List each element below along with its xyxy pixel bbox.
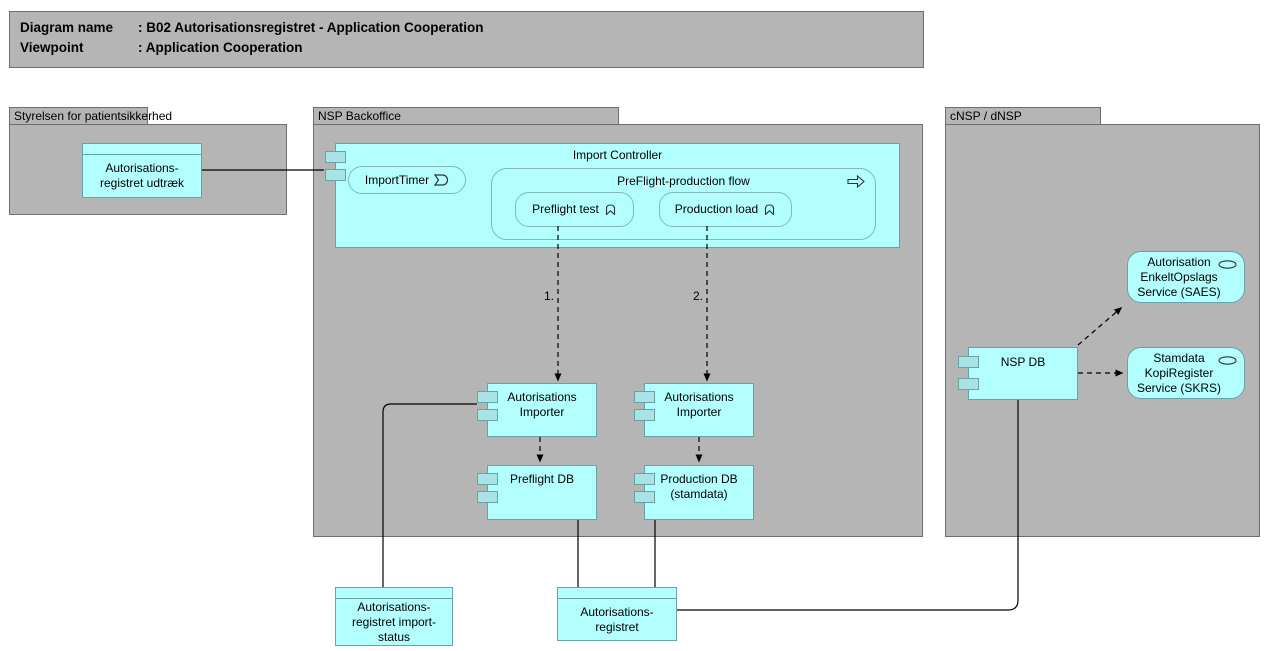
node-saes-service[interactable]: Autorisation EnkeltOpslags Service (SAES… <box>1127 251 1245 303</box>
node-autorisations-importer-production[interactable]: Autorisations Importer <box>634 383 754 437</box>
group-tab-nsp-backoffice[interactable]: NSP Backoffice <box>313 107 619 124</box>
component-icon <box>634 391 655 403</box>
diagram-title-note[interactable]: Diagram name: B02 Autorisationsregistret… <box>9 11 924 68</box>
node-label: PreFlight-production flow <box>617 174 750 188</box>
component-icon <box>634 409 655 421</box>
node-preflight-db[interactable]: Preflight DB <box>477 465 597 520</box>
diagram-name-row: Diagram name: B02 Autorisationsregistret… <box>20 20 484 35</box>
component-icon <box>634 473 655 485</box>
component-icon <box>477 391 498 403</box>
data-object-band <box>336 588 452 599</box>
node-production-db[interactable]: Production DB (stamdata) <box>634 465 754 520</box>
component-icon <box>477 491 498 503</box>
node-label: NSP DB <box>1000 355 1046 369</box>
node-label: Import Controller <box>572 148 663 162</box>
group-tab-styrelsen[interactable]: Styrelsen for patientsikkerhed <box>9 107 172 124</box>
node-label: Preflight DB <box>509 472 575 486</box>
node-label: Production load <box>674 202 759 216</box>
node-preflight-test[interactable]: Preflight test <box>515 192 634 227</box>
node-import-timer[interactable]: ImportTimer <box>348 166 466 194</box>
group-tab-cnsp-dnsp[interactable]: cNSP / dNSP <box>945 107 1101 124</box>
data-object-band <box>83 144 201 155</box>
application-function-icon <box>605 204 615 216</box>
node-label: ImportTimer <box>364 172 430 187</box>
component-icon <box>477 409 498 421</box>
node-autorisations-importer-preflight[interactable]: Autorisations Importer <box>477 383 597 437</box>
connector-label-step2: 2. <box>692 289 703 303</box>
data-object-band <box>558 588 676 599</box>
node-autorisationsregistret-import-status[interactable]: Autorisations-registret import-status <box>335 587 453 646</box>
connector-label-step1: 1. <box>543 289 554 303</box>
component-icon <box>634 491 655 503</box>
application-service-icon <box>1218 258 1237 273</box>
node-skrs-service[interactable]: Stamdata KopiRegister Service (SKRS) <box>1127 347 1245 399</box>
viewpoint-row: Viewpoint: Application Cooperation <box>20 40 303 55</box>
node-label: Autorisations-registret udtræk <box>99 161 185 190</box>
node-label: Autorisations Importer <box>507 390 577 419</box>
node-autorisationsregistret-udtraek[interactable]: Autorisations-registret udtræk <box>82 143 202 198</box>
component-icon <box>477 473 498 485</box>
node-label: Preflight test <box>532 202 599 216</box>
application-event-icon <box>434 174 449 186</box>
node-preflight-production-flow[interactable]: PreFlight-production flow Preflight test… <box>491 168 876 240</box>
node-autorisationsregistret[interactable]: Autorisations-registret <box>557 587 677 641</box>
application-service-icon <box>1218 354 1237 369</box>
application-function-icon <box>765 204 775 216</box>
node-production-load[interactable]: Production load <box>659 192 792 227</box>
component-icon <box>325 151 346 163</box>
node-nsp-db[interactable]: NSP DB <box>958 347 1078 400</box>
node-label: Autorisation EnkeltOpslags Service (SAES… <box>1137 255 1221 299</box>
component-icon <box>958 356 979 368</box>
component-icon <box>325 169 346 181</box>
node-label: Stamdata KopiRegister Service (SKRS) <box>1136 351 1222 395</box>
node-label: Production DB (stamdata) <box>660 472 738 501</box>
node-import-controller[interactable]: Import Controller ImportTimer PreFlight-… <box>325 143 900 248</box>
node-label: Autorisations Importer <box>664 390 734 419</box>
component-icon <box>958 378 979 390</box>
group-cnsp-dnsp[interactable] <box>945 124 1260 537</box>
node-label: Autorisations-registret import-status <box>351 600 437 644</box>
application-process-icon <box>847 174 865 192</box>
node-label: Autorisations-registret <box>580 605 654 634</box>
